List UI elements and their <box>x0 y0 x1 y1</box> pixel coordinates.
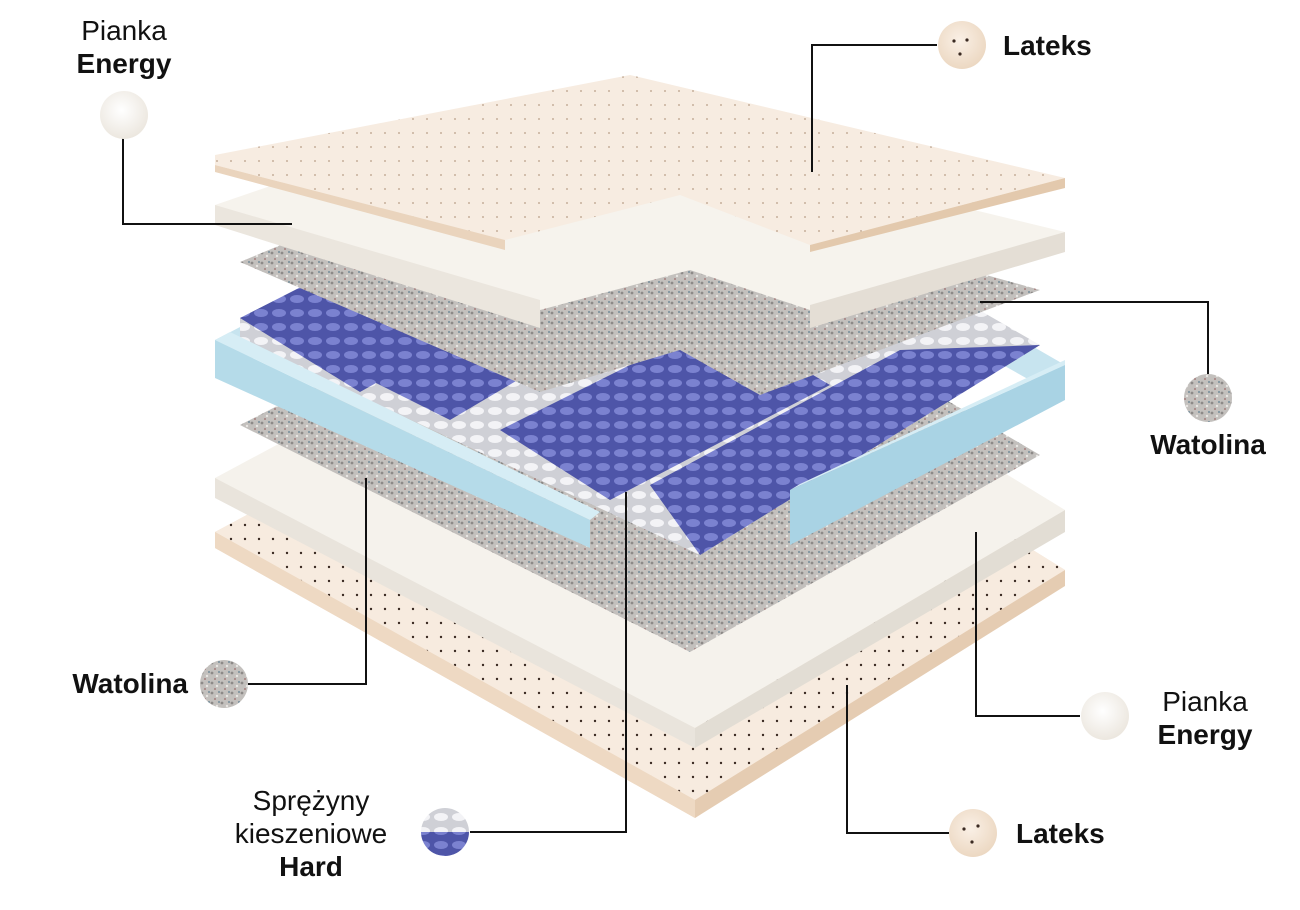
label-energy-foam-top-line1: Pianka <box>81 15 167 46</box>
label-felt-right: Watolina <box>1136 428 1280 461</box>
swatch-energy-foam-bottom <box>1081 692 1129 740</box>
label-pocket-springs-line2: kieszeniowe <box>234 818 388 849</box>
label-pocket-springs: Sprężyny kieszeniowe Hard <box>218 784 404 883</box>
line-bottom-right <box>846 685 949 834</box>
label-felt-right-text: Watolina <box>1150 429 1266 460</box>
line-mid-right <box>980 301 1209 374</box>
label-latex-top: Lateks <box>1003 29 1092 62</box>
line-mid-left <box>248 478 367 685</box>
label-energy-foam-bottom-line2: Energy <box>1157 719 1253 750</box>
label-pocket-springs-line3: Hard <box>279 851 343 882</box>
swatch-latex-top <box>938 21 986 69</box>
label-felt-left: Watolina <box>40 667 188 700</box>
top-latex-layer <box>215 75 1065 252</box>
label-latex-bottom-text: Lateks <box>1016 818 1105 849</box>
line-top-left <box>122 138 292 225</box>
callout-lines <box>122 44 1209 834</box>
label-latex-top-text: Lateks <box>1003 30 1092 61</box>
label-felt-left-text: Watolina <box>72 668 188 699</box>
swatch-felt-right <box>1184 374 1232 422</box>
line-top-right <box>811 44 937 172</box>
label-energy-foam-top-line2: Energy <box>76 48 172 79</box>
swatch-springs <box>421 808 469 856</box>
swatch-felt-left <box>200 660 248 708</box>
line-springs <box>470 492 627 833</box>
label-energy-foam-bottom: Pianka Energy <box>1140 685 1270 751</box>
label-latex-bottom: Lateks <box>1016 817 1105 850</box>
swatches <box>100 21 1232 857</box>
swatch-latex-bottom <box>949 809 997 857</box>
label-energy-foam-bottom-line1: Pianka <box>1162 686 1248 717</box>
line-low-right <box>975 532 1080 717</box>
swatch-energy-foam-top <box>100 91 148 139</box>
label-pocket-springs-line1: Sprężyny <box>252 785 370 816</box>
label-energy-foam-top: Pianka Energy <box>62 14 186 80</box>
